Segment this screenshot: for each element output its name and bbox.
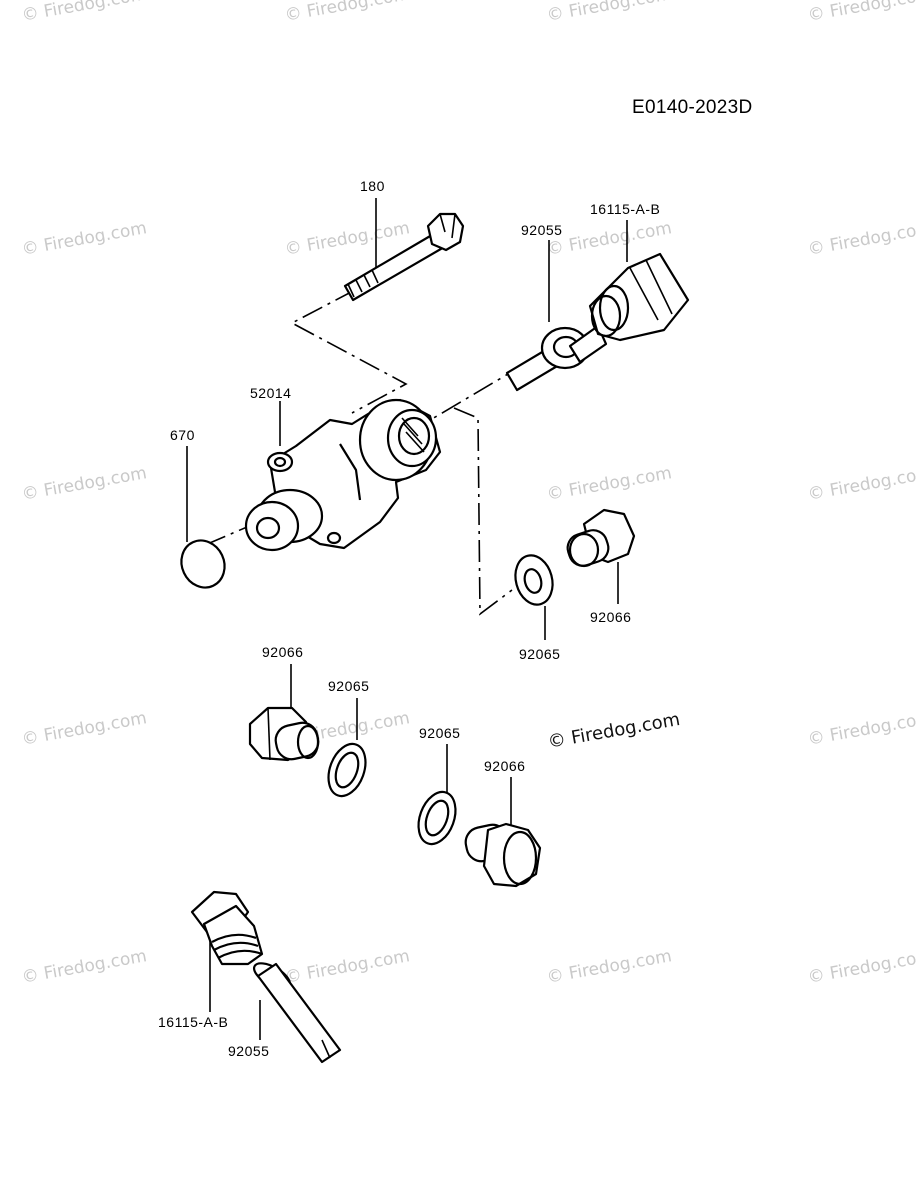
label-washer-mid: 92065 (519, 646, 561, 662)
washer-92065-mid (514, 554, 554, 606)
plug-92066-mid (566, 508, 636, 568)
label-hose-fitting-top: 16115-A-B (590, 201, 661, 217)
label-plug-mid: 92066 (590, 609, 632, 625)
valve-body-52014 (244, 398, 442, 552)
leader-lines (186, 198, 628, 1040)
label-plug-left: 92066 (262, 644, 304, 660)
label-washer-bottom: 92055 (228, 1043, 270, 1059)
label-washer-left: 92065 (328, 678, 370, 694)
plug-92066-center (464, 822, 542, 888)
bolt-180 (343, 212, 465, 302)
label-body: 52014 (250, 385, 292, 401)
washer-92065-center (417, 790, 457, 846)
label-fitting-bottom: 16115-A-B (158, 1014, 229, 1030)
hose-fitting-top (505, 252, 690, 392)
label-bolt: 180 (360, 178, 385, 194)
washer-92065-left (327, 742, 367, 798)
label-washer-center: 92065 (419, 725, 461, 741)
fitting-bottom (190, 890, 342, 1064)
diagram-code: E0140-2023D (632, 97, 753, 118)
plug-92066-left (248, 706, 320, 762)
oring-670 (180, 539, 226, 589)
label-oring: 670 (170, 427, 195, 443)
label-washer-top: 92055 (521, 222, 563, 238)
label-plug-center: 92066 (484, 758, 526, 774)
